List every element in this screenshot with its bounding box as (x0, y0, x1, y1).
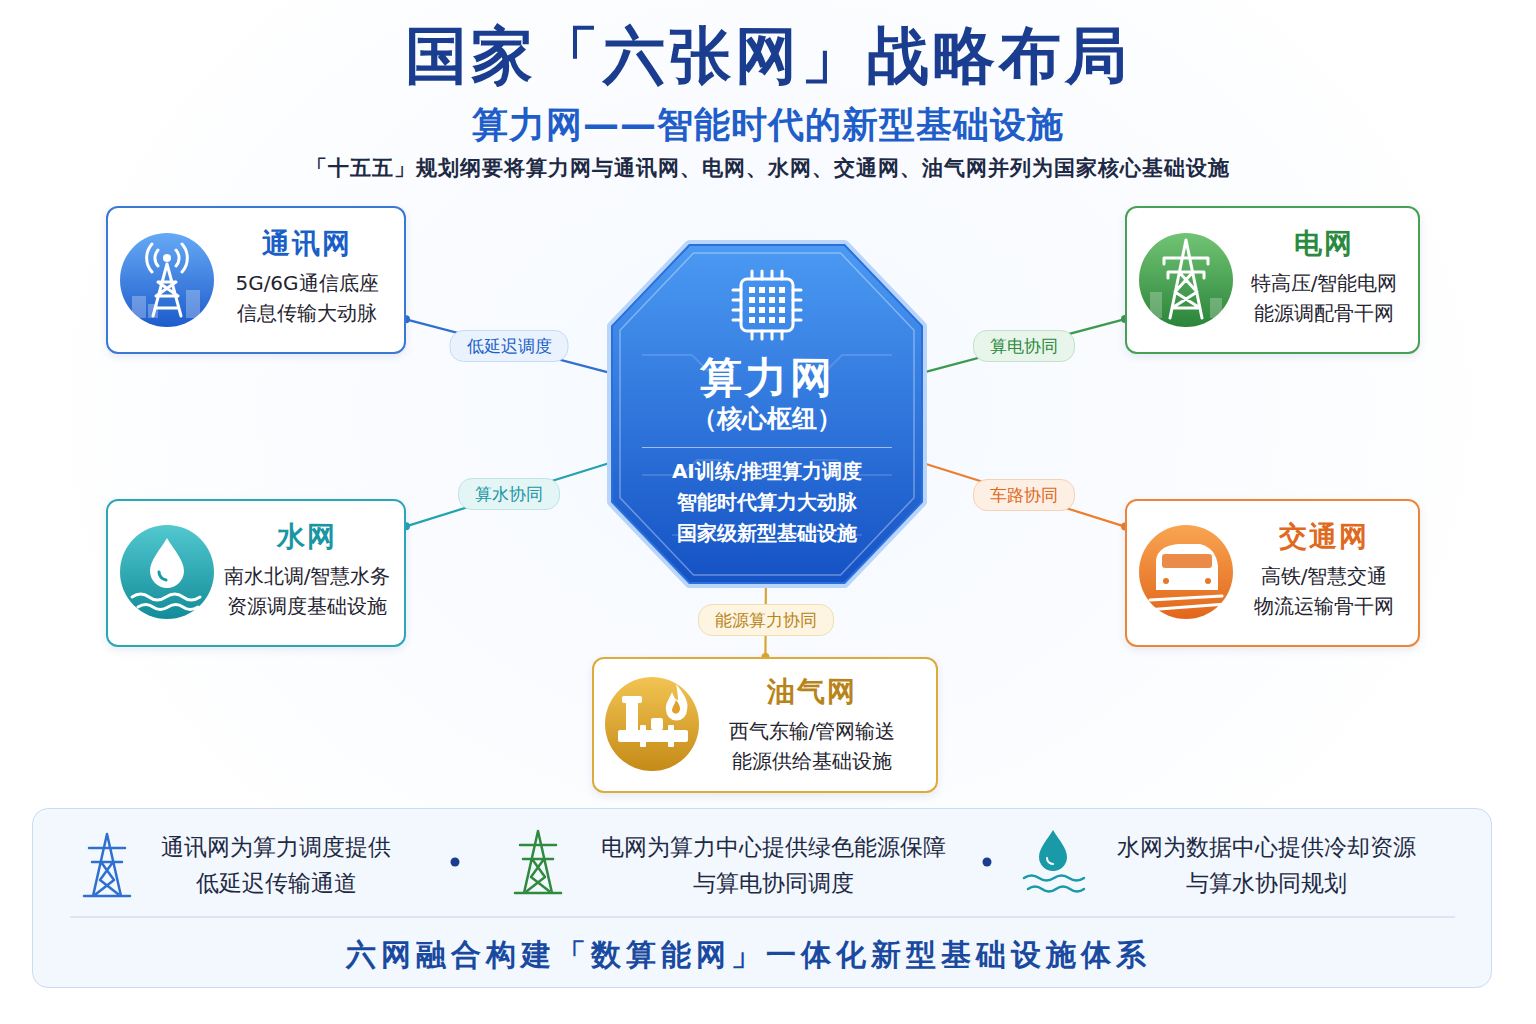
hub-glow (612, 245, 922, 583)
connector-label: 车路协同 (973, 479, 1075, 511)
hub-shape (612, 245, 922, 583)
node-body: 高铁/智慧交通 物流运输骨干网 (1229, 561, 1419, 621)
node-title: 交通网 (1229, 519, 1419, 555)
node-title: 电网 (1229, 226, 1419, 262)
box-text: 水网南水北调/智慧水务 资源调度基础设施 (212, 519, 402, 621)
box-text: 交通网高铁/智慧交通 物流运输骨干网 (1229, 519, 1419, 621)
network-box: 油气网西气东输/管网输送 能源供给基础设施 (592, 657, 938, 793)
hub-text: 算力网（核心枢纽） AI训练/推理算力调度 智能时代算力大动脉 国家级新型基础设施 (612, 353, 922, 549)
network-box: 水网南水北调/智慧水务 资源调度基础设施 (106, 499, 406, 647)
note-text: 「十五五」规划纲要将算力网与通讯网、电网、水网、交通网、油气网并列为国家核心基础… (0, 154, 1536, 182)
summary-text: 六网融合构建「数算能网」一体化新型基础设施体系 (98, 933, 1398, 977)
band-item: 电网为算力中心提供绿色能源保障 与算电协同调度 (588, 829, 958, 901)
node-body: 西气东输/管网输送 能源供给基础设施 (717, 716, 907, 776)
node-body: 特高压/智能电网 能源调配骨干网 (1229, 268, 1419, 328)
hub-body: AI训练/推理算力调度 智能时代算力大动脉 国家级新型基础设施 (642, 447, 892, 549)
network-box: 通讯网 5G/6G通信底座 信息传输大动脉 (106, 206, 406, 354)
box-text: 油气网西气东输/管网输送 能源供给基础设施 (717, 674, 907, 776)
connector-label: 低延迟调度 (450, 330, 569, 362)
network-box: 电网特高压/智能电网 能源调配骨干网 (1125, 206, 1420, 354)
hub-title: 算力网 (612, 353, 922, 403)
connector-label: 算电协同 (973, 330, 1075, 362)
node-title: 通讯网 (212, 226, 402, 262)
box-text: 通讯网 5G/6G通信底座 信息传输大动脉 (212, 226, 402, 328)
page-title: 国家「六张网」战略布局 (0, 18, 1536, 94)
connector-label: 算水协同 (458, 478, 560, 510)
band-item: 通讯网为算力调度提供 低延迟传输通道 (91, 829, 461, 901)
node-body: 南水北调/智慧水务 资源调度基础设施 (212, 561, 402, 621)
connector-line (922, 463, 1125, 527)
summary-band: 通讯网为算力调度提供 低延迟传输通道 电网为算力中心提供绿色能源保障 与算电协同调… (32, 808, 1492, 988)
connector-label: 能源算力协同 (698, 604, 834, 636)
network-box: 交通网高铁/智慧交通 物流运输骨干网 (1125, 499, 1420, 647)
box-text: 电网特高压/智能电网 能源调配骨干网 (1229, 226, 1419, 328)
hub-node: 算力网（核心枢纽） AI训练/推理算力调度 智能时代算力大动脉 国家级新型基础设施 (612, 245, 922, 583)
connector-line (922, 319, 1125, 373)
band-item: 水网为数据中心提供冷却资源 与算水协同规划 (1081, 829, 1451, 901)
connector-line (406, 319, 612, 373)
node-title: 水网 (212, 519, 402, 555)
node-body: 5G/6G通信底座 信息传输大动脉 (212, 268, 402, 328)
connector-line (406, 462, 612, 526)
hub-subtitle: （核心枢纽） (612, 403, 922, 435)
subtitle: 算力网——智能时代的新型基础设施 (0, 102, 1536, 148)
node-title: 油气网 (717, 674, 907, 710)
